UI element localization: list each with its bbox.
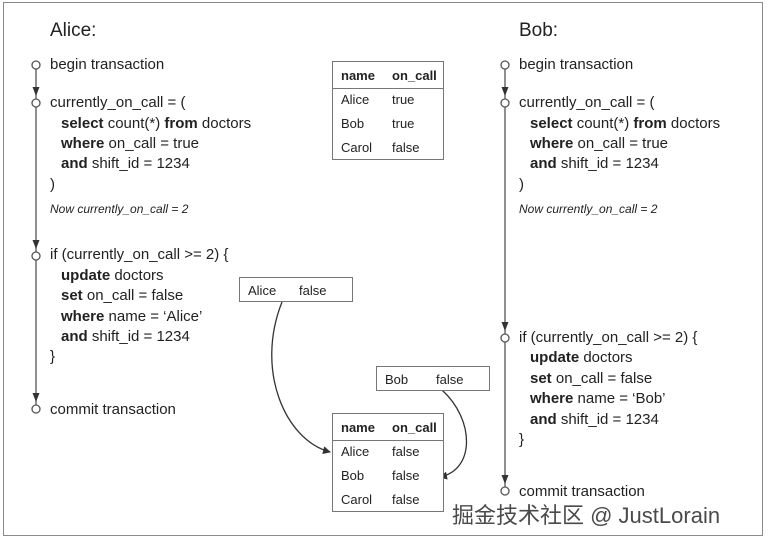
bob-query-node — [500, 98, 510, 108]
bob-write-name: Bob — [385, 372, 409, 387]
bob-label: Bob: — [519, 20, 559, 41]
alice-update-line: update doctors — [61, 267, 164, 284]
bob-write-value: false — [436, 372, 464, 387]
table-cell: false — [392, 468, 420, 483]
bob-where-line: where on_call = true — [530, 135, 669, 152]
table-header-name: name — [341, 68, 375, 83]
bob-commit-node — [500, 486, 510, 496]
bob-if-node — [500, 333, 510, 343]
alice-timeline — [31, 60, 41, 414]
table-cell: false — [392, 492, 420, 507]
alice-commit-transaction: commit transaction — [50, 401, 176, 418]
alice-select-line: select count(*) from doctors — [61, 115, 252, 132]
alice-where-line: where on_call = true — [61, 135, 200, 152]
alice-close-paren: ) — [50, 176, 55, 193]
table-cell: Carol — [341, 140, 373, 155]
bob-timeline — [500, 60, 510, 496]
bob-commit-transaction: commit transaction — [519, 483, 645, 500]
bob-select-line: select count(*) from doctors — [530, 115, 721, 132]
alice-if-node — [31, 251, 41, 261]
bob-close-paren: ) — [519, 176, 524, 193]
bob-where-name-line: where name = ‘Bob’ — [530, 390, 666, 407]
alice-and-shift-line: and shift_id = 1234 — [61, 328, 190, 345]
bob-set-line: set on_call = false — [530, 370, 653, 387]
bob-begin-transaction: begin transaction — [519, 56, 634, 73]
diagram-frame — [3, 2, 763, 536]
bob-and-shift-line: and shift_id = 1234 — [530, 411, 659, 428]
table-header-on-call: on_call — [392, 68, 437, 83]
alice-if-line: if (currently_on_call >= 2) { — [50, 246, 229, 263]
alice-begin-node — [31, 60, 41, 70]
alice-write-value: false — [299, 283, 327, 298]
alice-write-arrow — [271, 301, 331, 455]
alice-label: Alice: — [50, 20, 97, 41]
table-cell: Bob — [341, 468, 365, 483]
table-header-name: name — [341, 420, 375, 435]
table-cell: false — [392, 444, 420, 459]
alice-query-open: currently_on_call = ( — [50, 94, 186, 111]
alice-close-brace: } — [50, 348, 56, 365]
alice-query-node — [31, 98, 41, 108]
table-cell: true — [392, 116, 415, 131]
alice-where-name-line: where name = ‘Alice’ — [61, 308, 203, 325]
table-header-on-call: on_call — [392, 420, 437, 435]
table-cell: Bob — [341, 116, 365, 131]
bob-if-line: if (currently_on_call >= 2) { — [519, 329, 698, 346]
table-cell: false — [392, 140, 420, 155]
table-cell: Carol — [341, 492, 373, 507]
doctors-table-after: name on_call Alice false Bob false Carol… — [332, 413, 444, 512]
alice-write-box: Alice false — [239, 277, 353, 302]
table-header-divider — [333, 440, 443, 441]
alice-write-name: Alice — [248, 283, 277, 298]
alice-commit-node — [31, 404, 41, 414]
bob-note: Now currently_on_call = 2 — [519, 202, 658, 216]
doctors-table-before: name on_call Alice true Bob true Carol f… — [332, 61, 444, 160]
bob-write-box: Bob false — [376, 366, 490, 391]
bob-write-arrow — [439, 389, 468, 480]
alice-begin-transaction: begin transaction — [50, 56, 165, 73]
bob-query-open: currently_on_call = ( — [519, 94, 655, 111]
table-cell: Alice — [341, 444, 370, 459]
alice-note: Now currently_on_call = 2 — [50, 202, 189, 216]
watermark: 掘金技术社区 @ JustLorain — [452, 503, 721, 528]
table-header-divider — [333, 88, 443, 89]
bob-close-brace: } — [519, 431, 525, 448]
bob-begin-node — [500, 60, 510, 70]
bob-and-line: and shift_id = 1234 — [530, 155, 659, 172]
bob-update-line: update doctors — [530, 349, 633, 366]
alice-set-line: set on_call = false — [61, 287, 184, 304]
table-cell: Alice — [341, 92, 370, 107]
alice-and-line: and shift_id = 1234 — [61, 155, 190, 172]
table-cell: true — [392, 92, 415, 107]
